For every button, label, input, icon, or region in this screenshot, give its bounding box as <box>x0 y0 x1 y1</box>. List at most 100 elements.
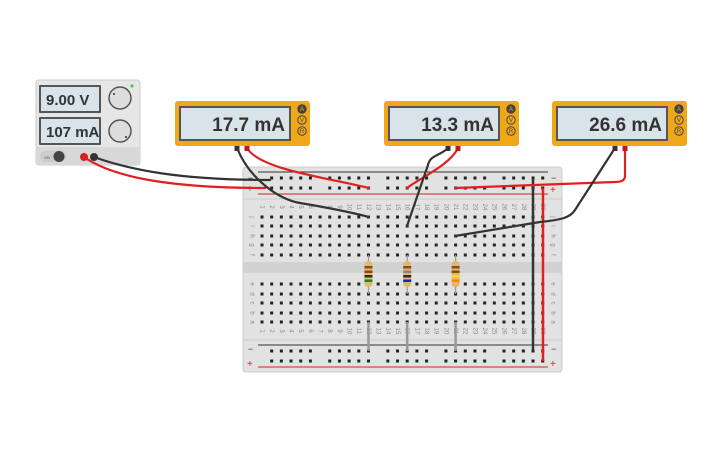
breadboard-hole[interactable] <box>473 292 477 296</box>
breadboard-hole[interactable] <box>502 311 506 315</box>
breadboard-hole[interactable] <box>337 320 341 324</box>
rail-hole[interactable] <box>347 359 351 363</box>
breadboard-hole[interactable] <box>270 301 274 305</box>
breadboard-hole[interactable] <box>318 282 322 286</box>
breadboard-hole[interactable] <box>386 320 390 324</box>
breadboard-hole[interactable] <box>289 320 293 324</box>
rail-hole[interactable] <box>366 359 370 363</box>
breadboard-hole[interactable] <box>337 224 341 228</box>
breadboard-hole[interactable] <box>444 234 448 238</box>
breadboard-hole[interactable] <box>483 253 487 257</box>
breadboard-hole[interactable] <box>357 253 361 257</box>
rail-hole[interactable] <box>328 176 332 180</box>
breadboard-hole[interactable] <box>328 243 332 247</box>
breadboard-hole[interactable] <box>328 253 332 257</box>
breadboard-hole[interactable] <box>299 253 303 257</box>
breadboard-hole[interactable] <box>318 320 322 324</box>
breadboard-hole[interactable] <box>483 301 487 305</box>
breadboard-hole[interactable] <box>434 243 438 247</box>
rail-hole[interactable] <box>328 349 332 353</box>
breadboard-hole[interactable] <box>463 282 467 286</box>
breadboard-hole[interactable] <box>434 301 438 305</box>
positive-probe-jack[interactable] <box>244 146 250 151</box>
breadboard-hole[interactable] <box>463 311 467 315</box>
breadboard-hole[interactable] <box>357 234 361 238</box>
breadboard-hole[interactable] <box>396 320 400 324</box>
breadboard-hole[interactable] <box>318 292 322 296</box>
rail-hole[interactable] <box>308 186 312 190</box>
meter3-positive-wire[interactable] <box>453 146 627 190</box>
rail-hole[interactable] <box>512 349 516 353</box>
breadboard-hole[interactable] <box>279 253 283 257</box>
breadboard-hole[interactable] <box>289 215 293 219</box>
breadboard-hole[interactable] <box>425 311 429 315</box>
breadboard-hole[interactable] <box>502 224 506 228</box>
breadboard-hole[interactable] <box>308 243 312 247</box>
rail-hole[interactable] <box>521 359 525 363</box>
rail-hole[interactable] <box>502 186 506 190</box>
rail-hole[interactable] <box>405 176 409 180</box>
rail-hole[interactable] <box>444 186 448 190</box>
breadboard-hole[interactable] <box>299 282 303 286</box>
breadboard-hole[interactable] <box>415 311 419 315</box>
mode-v-button[interactable] <box>674 115 684 125</box>
rail-hole[interactable] <box>396 359 400 363</box>
negative-probe-jack[interactable] <box>234 146 240 151</box>
rail-hole[interactable] <box>308 349 312 353</box>
breadboard-hole[interactable] <box>366 311 370 315</box>
breadboard-hole[interactable] <box>308 253 312 257</box>
breadboard-hole[interactable] <box>396 215 400 219</box>
breadboard-hole[interactable] <box>308 282 312 286</box>
breadboard-hole[interactable] <box>386 224 390 228</box>
rail-hole[interactable] <box>328 186 332 190</box>
breadboard-hole[interactable] <box>415 224 419 228</box>
breadboard-hole[interactable] <box>337 253 341 257</box>
breadboard-hole[interactable] <box>492 301 496 305</box>
breadboard-hole[interactable] <box>270 282 274 286</box>
rail-hole[interactable] <box>521 176 525 180</box>
breadboard-hole[interactable] <box>444 224 448 228</box>
breadboard-hole[interactable] <box>279 215 283 219</box>
breadboard-hole[interactable] <box>289 234 293 238</box>
power-supply[interactable]: 9.00 V 107 mA ON <box>35 79 141 166</box>
breadboard-hole[interactable] <box>357 301 361 305</box>
breadboard-hole[interactable] <box>521 215 525 219</box>
breadboard-hole[interactable] <box>483 292 487 296</box>
negative-probe-jack[interactable] <box>445 146 451 151</box>
rail-hole[interactable] <box>454 176 458 180</box>
breadboard-hole[interactable] <box>425 292 429 296</box>
breadboard-hole[interactable] <box>318 224 322 228</box>
breadboard-hole[interactable] <box>512 215 516 219</box>
breadboard-hole[interactable] <box>347 243 351 247</box>
breadboard-hole[interactable] <box>444 311 448 315</box>
breadboard-hole[interactable] <box>396 292 400 296</box>
rail-hole[interactable] <box>405 359 409 363</box>
breadboard-hole[interactable] <box>405 215 409 219</box>
breadboard-hole[interactable] <box>337 292 341 296</box>
breadboard-hole[interactable] <box>357 320 361 324</box>
breadboard-hole[interactable] <box>492 253 496 257</box>
breadboard-hole[interactable] <box>347 301 351 305</box>
breadboard-hole[interactable] <box>366 243 370 247</box>
breadboard-hole[interactable] <box>328 292 332 296</box>
breadboard-hole[interactable] <box>521 292 525 296</box>
breadboard-hole[interactable] <box>444 320 448 324</box>
breadboard-hole[interactable] <box>270 215 274 219</box>
breadboard-hole[interactable] <box>289 224 293 228</box>
breadboard-hole[interactable] <box>299 215 303 219</box>
breadboard-hole[interactable] <box>463 320 467 324</box>
breadboard-hole[interactable] <box>396 301 400 305</box>
breadboard-hole[interactable] <box>318 311 322 315</box>
rail-hole[interactable] <box>444 359 448 363</box>
breadboard-hole[interactable] <box>434 320 438 324</box>
breadboard-hole[interactable] <box>357 224 361 228</box>
breadboard-hole[interactable] <box>347 282 351 286</box>
rail-hole[interactable] <box>483 176 487 180</box>
rail-hole[interactable] <box>299 359 303 363</box>
breadboard-hole[interactable] <box>289 301 293 305</box>
rail-hole[interactable] <box>502 176 506 180</box>
breadboard-hole[interactable] <box>473 311 477 315</box>
breadboard-hole[interactable] <box>396 311 400 315</box>
